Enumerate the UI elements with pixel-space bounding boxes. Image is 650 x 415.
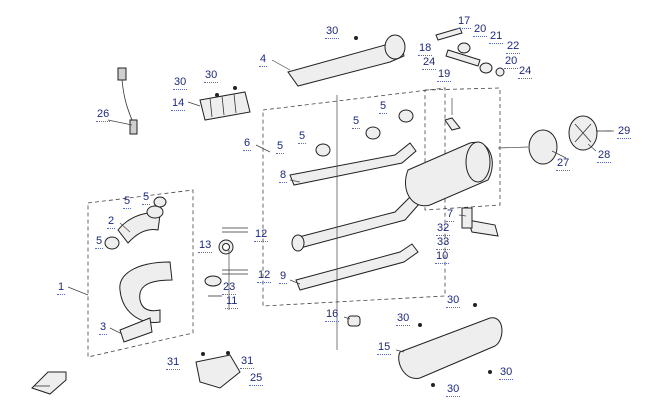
callout-31[interactable]: 31 [166, 356, 181, 370]
callout-26[interactable]: 26 [96, 108, 111, 122]
gaskets-and-springs [204, 227, 248, 297]
callout-5[interactable]: 5 [298, 130, 307, 144]
tail-pipe [461, 207, 499, 237]
group-box-left [87, 189, 194, 358]
callout-4[interactable]: 4 [259, 53, 268, 67]
group-box-muffler [424, 87, 501, 211]
front-direction-arrow-icon [31, 371, 67, 395]
callout-32[interactable]: 32 [436, 222, 451, 236]
callout-30[interactable]: 30 [204, 69, 219, 83]
callout-17[interactable]: 17 [457, 15, 472, 29]
callout-10[interactable]: 10 [435, 250, 450, 264]
callout-20[interactable]: 20 [504, 55, 519, 69]
callout-5[interactable]: 5 [352, 115, 361, 129]
callout-23[interactable]: 23 [222, 281, 237, 295]
callout-21[interactable]: 21 [489, 30, 504, 44]
leader-lines [67, 59, 614, 353]
callout-33[interactable]: 33 [436, 236, 451, 250]
callout-30[interactable]: 30 [325, 25, 340, 39]
callout-15[interactable]: 15 [377, 341, 392, 355]
callout-1[interactable]: 1 [57, 281, 66, 295]
callout-5[interactable]: 5 [142, 191, 151, 205]
callout-28[interactable]: 28 [597, 149, 612, 163]
callout-30[interactable]: 30 [396, 312, 411, 326]
callout-19[interactable]: 19 [437, 68, 452, 82]
callout-5[interactable]: 5 [123, 195, 132, 209]
bracket-25 [195, 351, 241, 389]
heat-shield-14 [199, 86, 251, 121]
callout-30[interactable]: 30 [499, 366, 514, 380]
callout-3[interactable]: 3 [99, 321, 108, 335]
callout-27[interactable]: 27 [556, 157, 571, 171]
callout-20[interactable]: 20 [473, 23, 488, 37]
oxygen-sensor [117, 67, 138, 135]
callout-22[interactable]: 22 [506, 40, 521, 54]
grommet-16 [347, 315, 361, 327]
callout-12[interactable]: 12 [257, 269, 272, 283]
callout-13[interactable]: 13 [198, 239, 213, 253]
callout-5[interactable]: 5 [276, 140, 285, 154]
callout-30[interactable]: 30 [446, 294, 461, 308]
center-pipes [289, 109, 421, 291]
callout-24[interactable]: 24 [518, 65, 533, 79]
callout-24[interactable]: 24 [422, 56, 437, 70]
callout-8[interactable]: 8 [279, 169, 288, 183]
heat-shield-4 [287, 34, 406, 87]
callout-7[interactable]: 7 [446, 208, 455, 222]
callout-16[interactable]: 16 [325, 308, 340, 322]
front-pipe-assembly [104, 196, 173, 343]
callout-5[interactable]: 5 [95, 235, 104, 249]
callout-18[interactable]: 18 [418, 42, 433, 56]
callout-2[interactable]: 2 [107, 215, 116, 229]
callout-31[interactable]: 31 [240, 355, 255, 369]
callout-11[interactable]: 11 [225, 295, 239, 309]
callout-9[interactable]: 9 [279, 270, 288, 284]
hanger-bracket [435, 27, 505, 77]
heat-shield-15 [398, 303, 503, 387]
end-caps [528, 115, 612, 165]
callout-12[interactable]: 12 [254, 228, 269, 242]
callout-25[interactable]: 25 [249, 372, 264, 386]
callout-5[interactable]: 5 [379, 100, 388, 114]
callout-30[interactable]: 30 [173, 76, 188, 90]
group-box-center [262, 87, 446, 307]
callout-14[interactable]: 14 [171, 97, 186, 111]
callout-29[interactable]: 29 [617, 125, 632, 139]
callout-6[interactable]: 6 [243, 137, 252, 151]
callout-30[interactable]: 30 [446, 383, 461, 397]
muffler [405, 117, 493, 207]
